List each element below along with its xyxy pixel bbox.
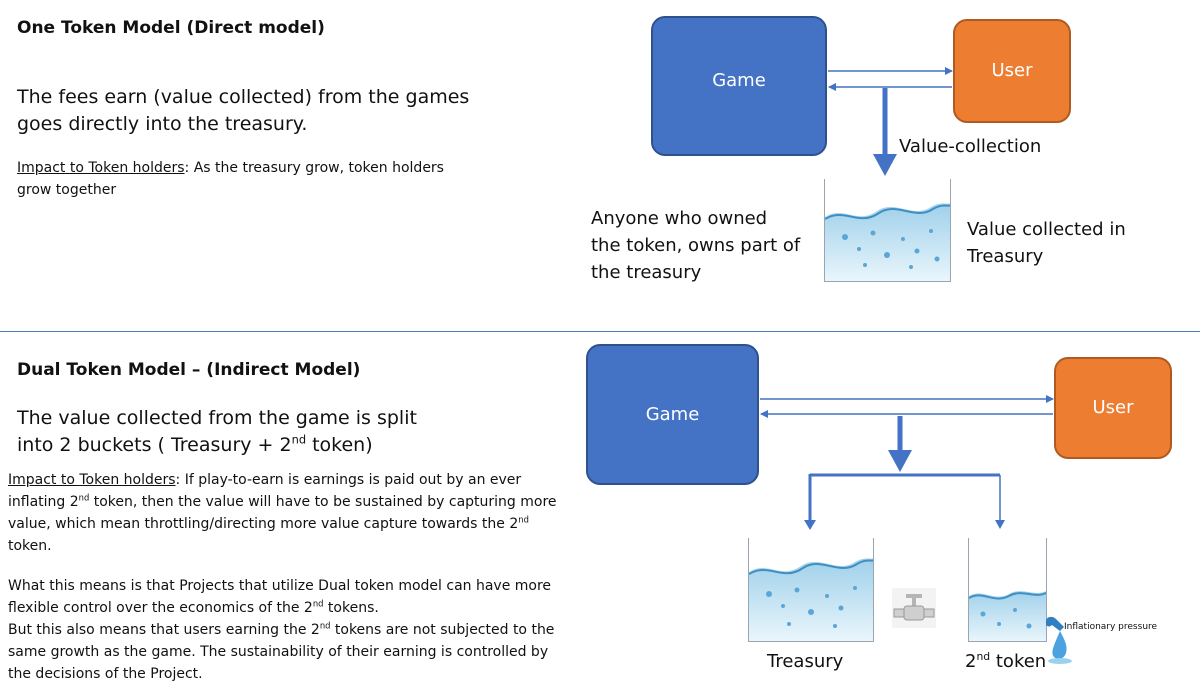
one-token-description-line1: The fees earn (value collected) from the…	[17, 86, 470, 108]
section-title-one-token: One Token Model (Direct model)	[17, 18, 325, 38]
faucet-icon	[1046, 616, 1072, 664]
game-box: Game	[651, 16, 827, 156]
dual-impact-l2sup: nd	[78, 492, 90, 503]
dual-token-description-line2: into 2 buckets ( Treasury + 2nd token)	[17, 432, 417, 459]
treasury-note-line2: Treasury	[967, 246, 1044, 267]
implications-l3a: But this also means that users earning t…	[8, 622, 320, 638]
token-tank	[968, 538, 1047, 642]
token-label-sup: nd	[976, 650, 991, 663]
dual-token-description-line1: The value collected from the game is spl…	[17, 407, 417, 429]
token-label: 2nd token	[965, 648, 1046, 675]
treasury-note-line1: Value collected in	[967, 219, 1126, 240]
implications-l1: What this means is that Projects that ut…	[8, 578, 552, 594]
dual-impact-l4: token.	[8, 538, 52, 554]
one-token-description-line2: goes directly into the treasury.	[17, 113, 308, 135]
user-label-dual: User	[1092, 396, 1134, 418]
section-title-dual-token: Dual Token Model – (Indirect Model)	[17, 360, 361, 380]
game-label-dual: Game	[645, 404, 700, 425]
owner-note: Anyone who owned the token, owns part of…	[591, 205, 800, 286]
to-token-head	[995, 520, 1005, 529]
implications-l5: the decisions of the Project.	[8, 666, 203, 682]
implications-l3b: tokens are not subjected to the	[330, 622, 555, 638]
section-divider	[0, 331, 1200, 332]
dual-token-impact: Impact to Token holders: If play-to-earn…	[8, 469, 578, 557]
dual-impact-l2: inflating 2nd token, then the value will…	[8, 491, 578, 513]
user-box-dual: User	[1054, 357, 1172, 459]
dual-token-implications: What this means is that Projects that ut…	[8, 575, 583, 685]
owner-note-line1: Anyone who owned	[591, 208, 768, 229]
treasury-note: Value collected in Treasury	[967, 216, 1126, 270]
treasury-tank	[824, 179, 951, 282]
user-box: User	[953, 19, 1071, 123]
dual-impact-l3a: value, which mean throttling/directing m…	[8, 516, 519, 532]
one-token-impact: Impact to Token holders: As the treasury…	[17, 157, 477, 201]
implications-l3sup: nd	[319, 620, 331, 631]
top-arrows	[828, 67, 953, 176]
impact-label: Impact to Token holders	[17, 160, 185, 176]
implications-l2sup: nd	[312, 598, 324, 609]
implications-l2b: tokens.	[323, 600, 379, 616]
token-label-a: 2	[965, 651, 977, 672]
dual-impact-l3sup: nd	[518, 514, 529, 525]
lead-line2-b: token)	[306, 434, 373, 456]
token-label-b: token	[990, 651, 1047, 672]
one-token-description: The fees earn (value collected) from the…	[17, 84, 469, 138]
treasury-tank-dual	[748, 538, 874, 642]
value-collection-arrow-head	[873, 154, 897, 176]
bottom-arrows	[760, 395, 1054, 530]
treasury-label-dual: Treasury	[767, 651, 844, 672]
user-label: User	[991, 59, 1033, 81]
game-label: Game	[712, 69, 766, 91]
dual-impact-label: Impact to Token holders	[8, 472, 176, 488]
implications-l3: But this also means that users earning t…	[8, 619, 583, 641]
impact-text-2: grow together	[17, 182, 117, 198]
inflation-label: Inflationary pressure	[1064, 622, 1158, 632]
implications-l2a: flexible control over the economics of t…	[8, 600, 313, 616]
dual-impact-l1: : If play-to-earn is earnings is paid ou…	[175, 472, 522, 488]
implications-l4: same growth as the game. The sustainabil…	[8, 644, 549, 660]
value-collection-label: Value-collection	[899, 136, 1042, 157]
split-arrow-head	[888, 450, 912, 472]
lead-line2-a: into 2 buckets ( Treasury + 2	[17, 434, 292, 456]
game-box-dual: Game	[586, 344, 759, 485]
lead-line2-sup: nd	[291, 432, 307, 447]
dual-impact-l3: value, which mean throttling/directing m…	[8, 513, 578, 535]
valve-icon	[892, 588, 936, 628]
water-image	[825, 203, 950, 281]
dual-impact-l2a: inflating 2	[8, 494, 79, 510]
water-image-treasury	[749, 558, 873, 641]
dual-impact-l2b: token, then the value will have to be su…	[89, 494, 557, 510]
water-image-token	[969, 590, 1046, 641]
impact-text: : As the treasury grow, token holders	[184, 160, 444, 176]
implications-l2: flexible control over the economics of t…	[8, 597, 583, 619]
owner-note-line3: the treasury	[591, 262, 702, 283]
dual-token-description: The value collected from the game is spl…	[17, 405, 417, 459]
to-treasury-head	[804, 520, 816, 530]
owner-note-line2: the token, owns part of	[591, 235, 801, 256]
